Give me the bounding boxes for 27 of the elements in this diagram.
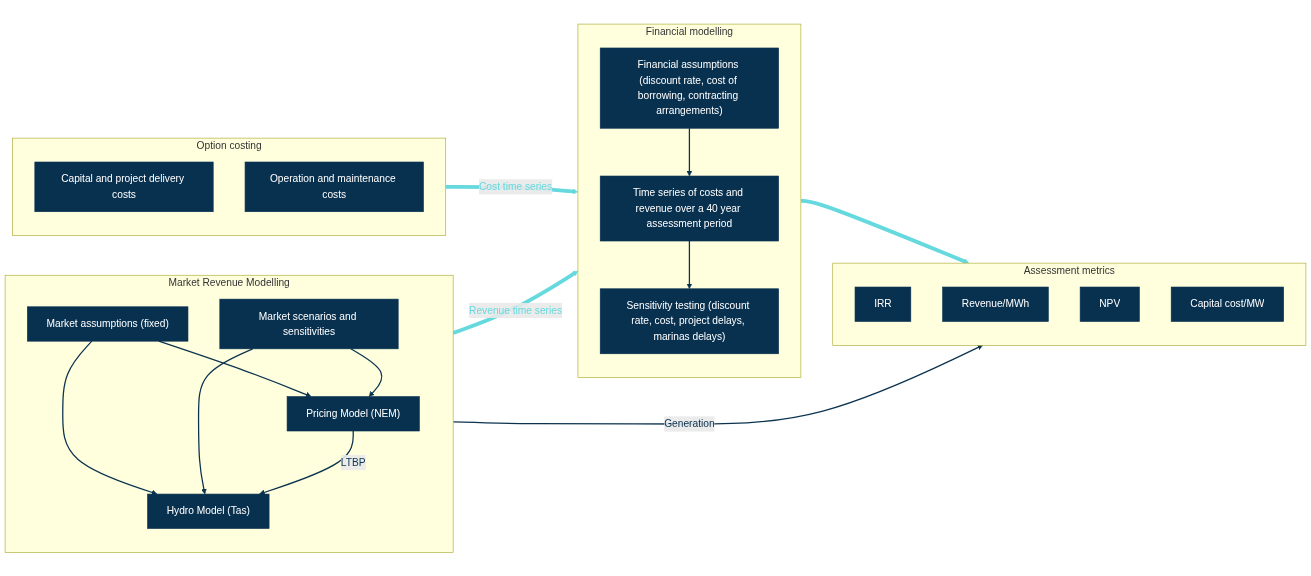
edge-label: Revenue time series: [469, 304, 562, 316]
node-box: Market scenarios and sensitivities: [219, 298, 399, 349]
node-box: Capital and project delivery costs: [34, 161, 214, 212]
node-box: NPV: [1079, 286, 1140, 322]
node-box: Pricing Model (NEM): [286, 396, 420, 432]
node-box: IRR: [854, 286, 912, 322]
arrow: [259, 430, 354, 495]
arrow: [350, 347, 383, 397]
node-box: Time series of costs and revenue over a 40 year assessment period: [599, 175, 779, 242]
node-box: Capital cost/MW: [1170, 286, 1284, 322]
arrow: [62, 340, 158, 495]
arrow: [686, 127, 693, 177]
node-box: Revenue/MWh: [942, 286, 1049, 322]
arrow: [686, 240, 693, 289]
edge-label: Generation: [664, 418, 715, 429]
node-box: Financial assumptions (discount rate, cost of borrowing, contracting arrangements): [599, 47, 779, 129]
node-box: Sensitivity testing (discount rate, cost, project delays, marinas delays): [599, 288, 779, 354]
arrow: [158, 340, 312, 398]
edge-label: LTBP: [340, 456, 366, 468]
node-box: Market assumptions (fixed): [27, 306, 189, 342]
edge-label: Cost time series: [479, 180, 553, 192]
node-box: Hydro Model (Tas): [147, 493, 270, 529]
arrow: [800, 198, 970, 264]
arrow: [452, 270, 579, 335]
arrow: [197, 347, 254, 495]
node-box: Operation and maintenance costs: [244, 161, 424, 212]
arrow: [452, 344, 983, 425]
